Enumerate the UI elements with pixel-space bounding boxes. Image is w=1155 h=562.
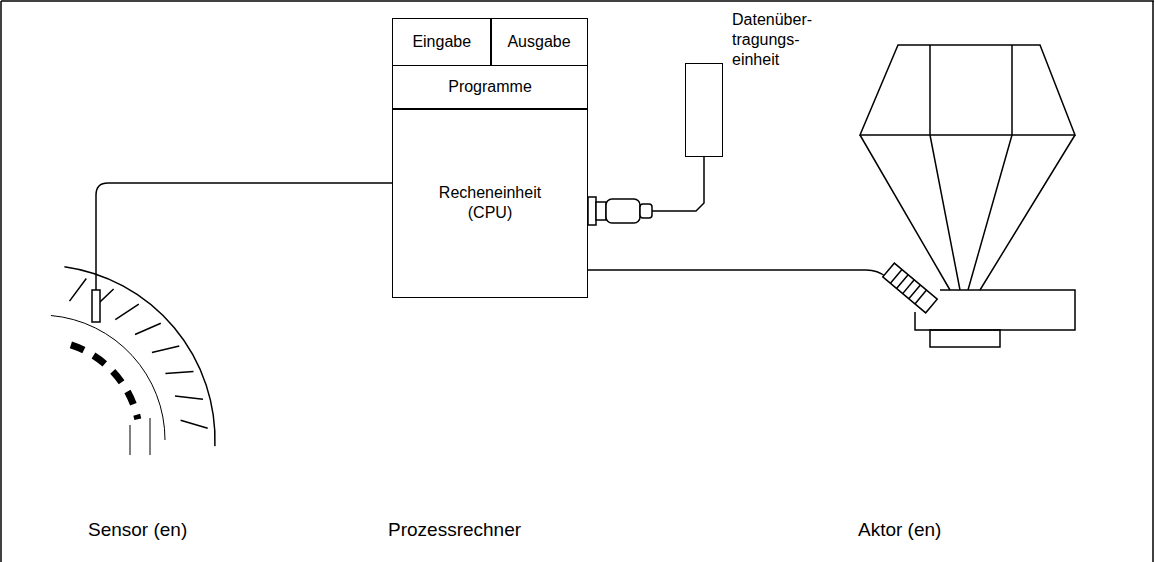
wheel-line xyxy=(150,418,151,455)
tire-tread xyxy=(70,279,208,429)
injector-body xyxy=(883,263,937,313)
computer-part-box: Programme xyxy=(392,65,588,110)
transmission-unit-box: Datenüber- tragungs- einheit xyxy=(685,63,723,157)
computer-part-box: Recheneinheit (CPU) xyxy=(392,108,588,298)
tire-arc xyxy=(64,267,215,446)
node-text: Programme xyxy=(448,77,532,97)
plug-connector xyxy=(588,197,652,225)
sensor-ring xyxy=(71,345,138,419)
plug-flange xyxy=(588,197,596,225)
plug-body xyxy=(606,199,640,223)
hopper-foot xyxy=(930,330,1000,347)
frame-line xyxy=(1152,1,1154,562)
part-caption: Aktor (en) xyxy=(858,519,941,541)
sensor-wire xyxy=(96,183,392,290)
computer-part-box: Ausgabe xyxy=(490,18,588,66)
injector-symbol xyxy=(883,263,937,313)
wheel-line xyxy=(130,425,131,455)
frame-line xyxy=(0,1,2,562)
plug-socket xyxy=(596,202,606,220)
part-caption: Sensor (en) xyxy=(88,519,187,541)
plug-tail xyxy=(640,204,652,218)
actuator-wire xyxy=(588,270,886,277)
computer-part-box: Eingabe xyxy=(392,18,492,66)
node-text: Recheneinheit (CPU) xyxy=(430,183,550,223)
wheel-sensor xyxy=(51,183,392,455)
hopper-divider xyxy=(930,45,1012,135)
actuator-hopper xyxy=(588,45,1075,347)
frame-line xyxy=(1,0,1154,2)
rim-arc xyxy=(51,316,165,441)
node-text: Ausgabe xyxy=(507,32,570,52)
node-text: Eingabe xyxy=(412,32,471,52)
hopper-top xyxy=(860,45,1075,135)
sensor-symbol xyxy=(92,290,100,322)
injector-stripes xyxy=(890,270,926,304)
node-text: Datenüber- tragungs- einheit xyxy=(732,10,822,70)
part-caption: Prozessrechner xyxy=(388,519,521,541)
hopper-base xyxy=(915,290,1075,330)
